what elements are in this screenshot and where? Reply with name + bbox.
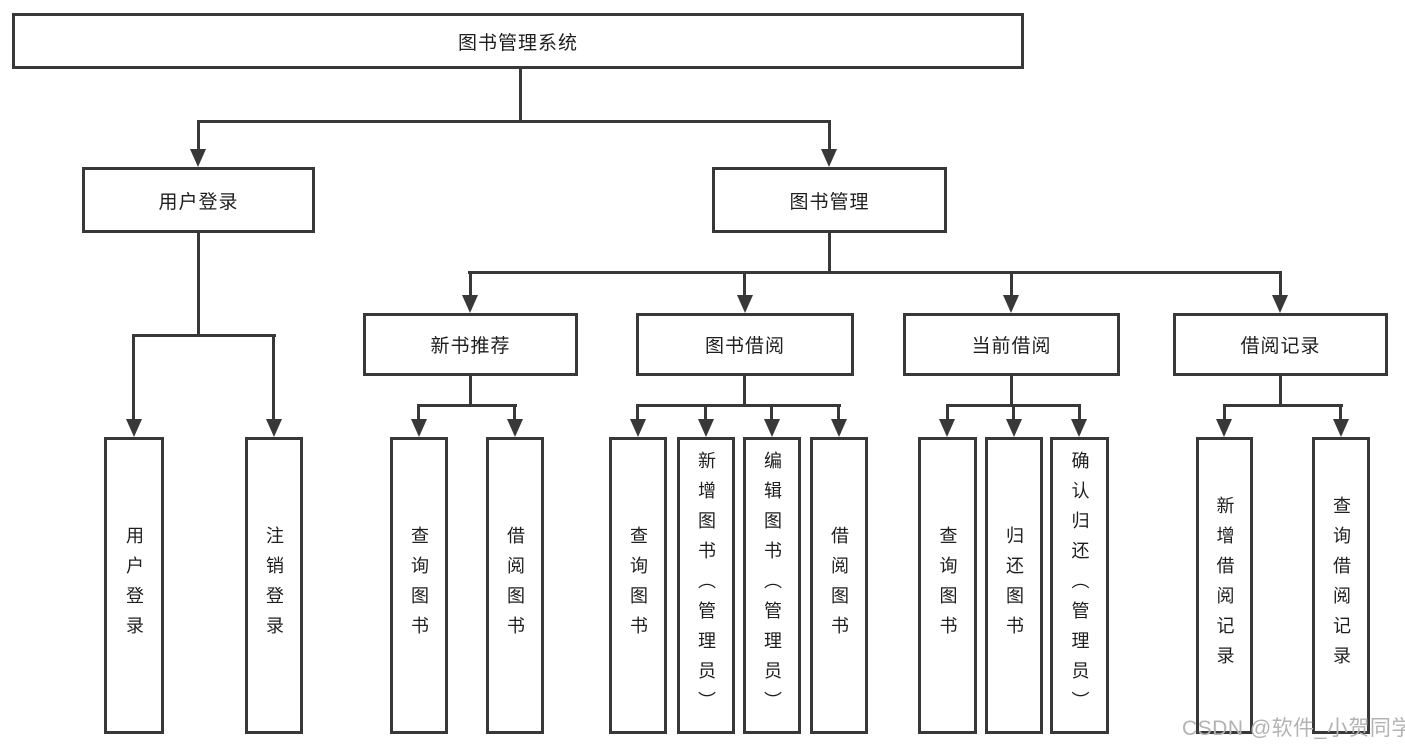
connector-user-login-stem <box>197 233 200 336</box>
arrowhead-bb-query-books <box>630 419 646 437</box>
arrowhead-cb-confirm-return <box>1071 419 1087 437</box>
node-label: 新增借阅记录 <box>1214 495 1235 676</box>
node-label: 借阅图书 <box>505 525 525 646</box>
connector-nbr-stem <box>469 376 472 406</box>
arrowhead-cb-return-books <box>1006 419 1022 437</box>
node-label: 图书管理 <box>789 191 870 213</box>
node-br-add-record: 新增借阅记录 <box>1196 437 1253 734</box>
node-label: 编辑图书（管理员） <box>762 450 782 721</box>
connector-cb-drop-1 <box>946 404 949 420</box>
arrowhead-user-login <box>190 149 206 167</box>
arrowhead-borrowing-records <box>1272 295 1288 313</box>
node-bb-borrow-books: 借阅图书 <box>810 437 868 734</box>
arrowhead-nbr-borrow-books <box>507 419 523 437</box>
node-user-login-leaf: 用户登录 <box>104 437 164 734</box>
connector-bb-bar <box>636 404 841 407</box>
connector-bb-drop-4 <box>837 404 840 420</box>
connector-bb-drop-2 <box>704 404 707 420</box>
node-label: 查询图书 <box>937 525 958 646</box>
arrowhead-bb-add-books <box>698 419 714 437</box>
connector-bb-stem <box>743 376 746 406</box>
connector-cb-drop-2 <box>1012 404 1015 420</box>
connector-book-mgmt-drop-3 <box>1010 271 1013 297</box>
connector-user-login-drop-1 <box>132 334 135 420</box>
connector-root-stem <box>519 69 522 122</box>
connector-user-login-drop-2 <box>272 334 275 420</box>
connector-book-mgmt-bar <box>468 271 1282 274</box>
node-root: 图书管理系统 <box>12 13 1024 69</box>
node-cb-return-books: 归还图书 <box>985 437 1043 734</box>
connector-nbr-drop-1 <box>417 404 420 420</box>
node-cb-query-books: 查询图书 <box>918 437 977 734</box>
connector-br-drop-1 <box>1223 404 1226 420</box>
connector-br-stem <box>1279 376 1282 406</box>
arrowhead-current-borrowing <box>1003 295 1019 313</box>
arrowhead-login-leaf <box>126 419 142 437</box>
connector-cb-stem <box>1010 376 1013 406</box>
node-label: 查询图书 <box>628 525 648 646</box>
arrowhead-new-book-recommend <box>462 295 478 313</box>
arrowhead-bb-edit-books <box>764 419 780 437</box>
node-label: 借阅图书 <box>829 525 849 646</box>
node-new-book-recommend: 新书推荐 <box>363 313 578 376</box>
node-book-management: 图书管理 <box>712 167 947 233</box>
node-label: 借阅记录 <box>1240 336 1321 357</box>
node-br-query-record: 查询借阅记录 <box>1312 437 1370 734</box>
connector-book-mgmt-drop-4 <box>1279 271 1282 297</box>
arrowhead-book-borrowing <box>737 295 753 313</box>
connector-cb-drop-3 <box>1078 404 1081 420</box>
node-user-login: 用户登录 <box>82 167 315 233</box>
node-nbr-borrow-books: 借阅图书 <box>486 437 544 734</box>
node-label: 当前借阅 <box>971 336 1052 357</box>
node-bb-edit-books-admin: 编辑图书（管理员） <box>743 437 801 734</box>
connector-root-drop-right <box>828 120 831 150</box>
connector-user-login-bar <box>132 334 276 337</box>
node-label: 查询借阅记录 <box>1331 495 1351 676</box>
arrowhead-br-query-record <box>1333 419 1349 437</box>
node-bb-add-books-admin: 新增图书（管理员） <box>677 437 735 734</box>
node-label: 确认归还（管理员） <box>1069 450 1090 721</box>
arrowhead-cb-query-books <box>939 419 955 437</box>
arrowhead-br-add-record <box>1216 419 1232 437</box>
arrowhead-book-management <box>821 149 837 167</box>
node-current-borrowing: 当前借阅 <box>903 313 1120 376</box>
connector-book-mgmt-drop-2 <box>743 271 746 297</box>
node-nbr-query-books: 查询图书 <box>390 437 448 734</box>
connector-root-drop-left <box>197 120 200 150</box>
connector-br-drop-2 <box>1339 404 1342 420</box>
node-label: 新增图书（管理员） <box>696 450 716 721</box>
node-logout-leaf: 注销登录 <box>245 437 303 734</box>
node-label: 用户登录 <box>124 525 144 646</box>
arrowhead-logout-leaf <box>266 419 282 437</box>
connector-br-bar <box>1223 404 1343 407</box>
connector-nbr-drop-2 <box>513 404 516 420</box>
node-label: 图书借阅 <box>704 336 785 357</box>
connector-book-mgmt-drop-1 <box>469 271 472 297</box>
arrowhead-nbr-query-books <box>411 419 427 437</box>
node-label: 新书推荐 <box>430 336 511 357</box>
connector-root-bar <box>197 120 831 123</box>
node-bb-query-books: 查询图书 <box>609 437 667 734</box>
connector-bb-drop-3 <box>770 404 773 420</box>
node-book-borrowing: 图书借阅 <box>636 313 854 376</box>
connector-bb-drop-1 <box>636 404 639 420</box>
arrowhead-bb-borrow-books <box>831 419 847 437</box>
node-label: 图书管理系统 <box>457 32 578 54</box>
node-cb-confirm-return-admin: 确认归还（管理员） <box>1050 437 1109 734</box>
node-label: 查询图书 <box>409 525 429 646</box>
watermark-text: CSDN @软件_小贺同学 <box>1182 717 1405 740</box>
node-label: 用户登录 <box>158 191 239 213</box>
node-label: 注销登录 <box>264 525 284 646</box>
connector-book-mgmt-stem <box>828 233 831 273</box>
node-label: 归还图书 <box>1004 525 1024 646</box>
node-borrowing-records: 借阅记录 <box>1173 313 1388 376</box>
connector-nbr-bar <box>417 404 517 407</box>
